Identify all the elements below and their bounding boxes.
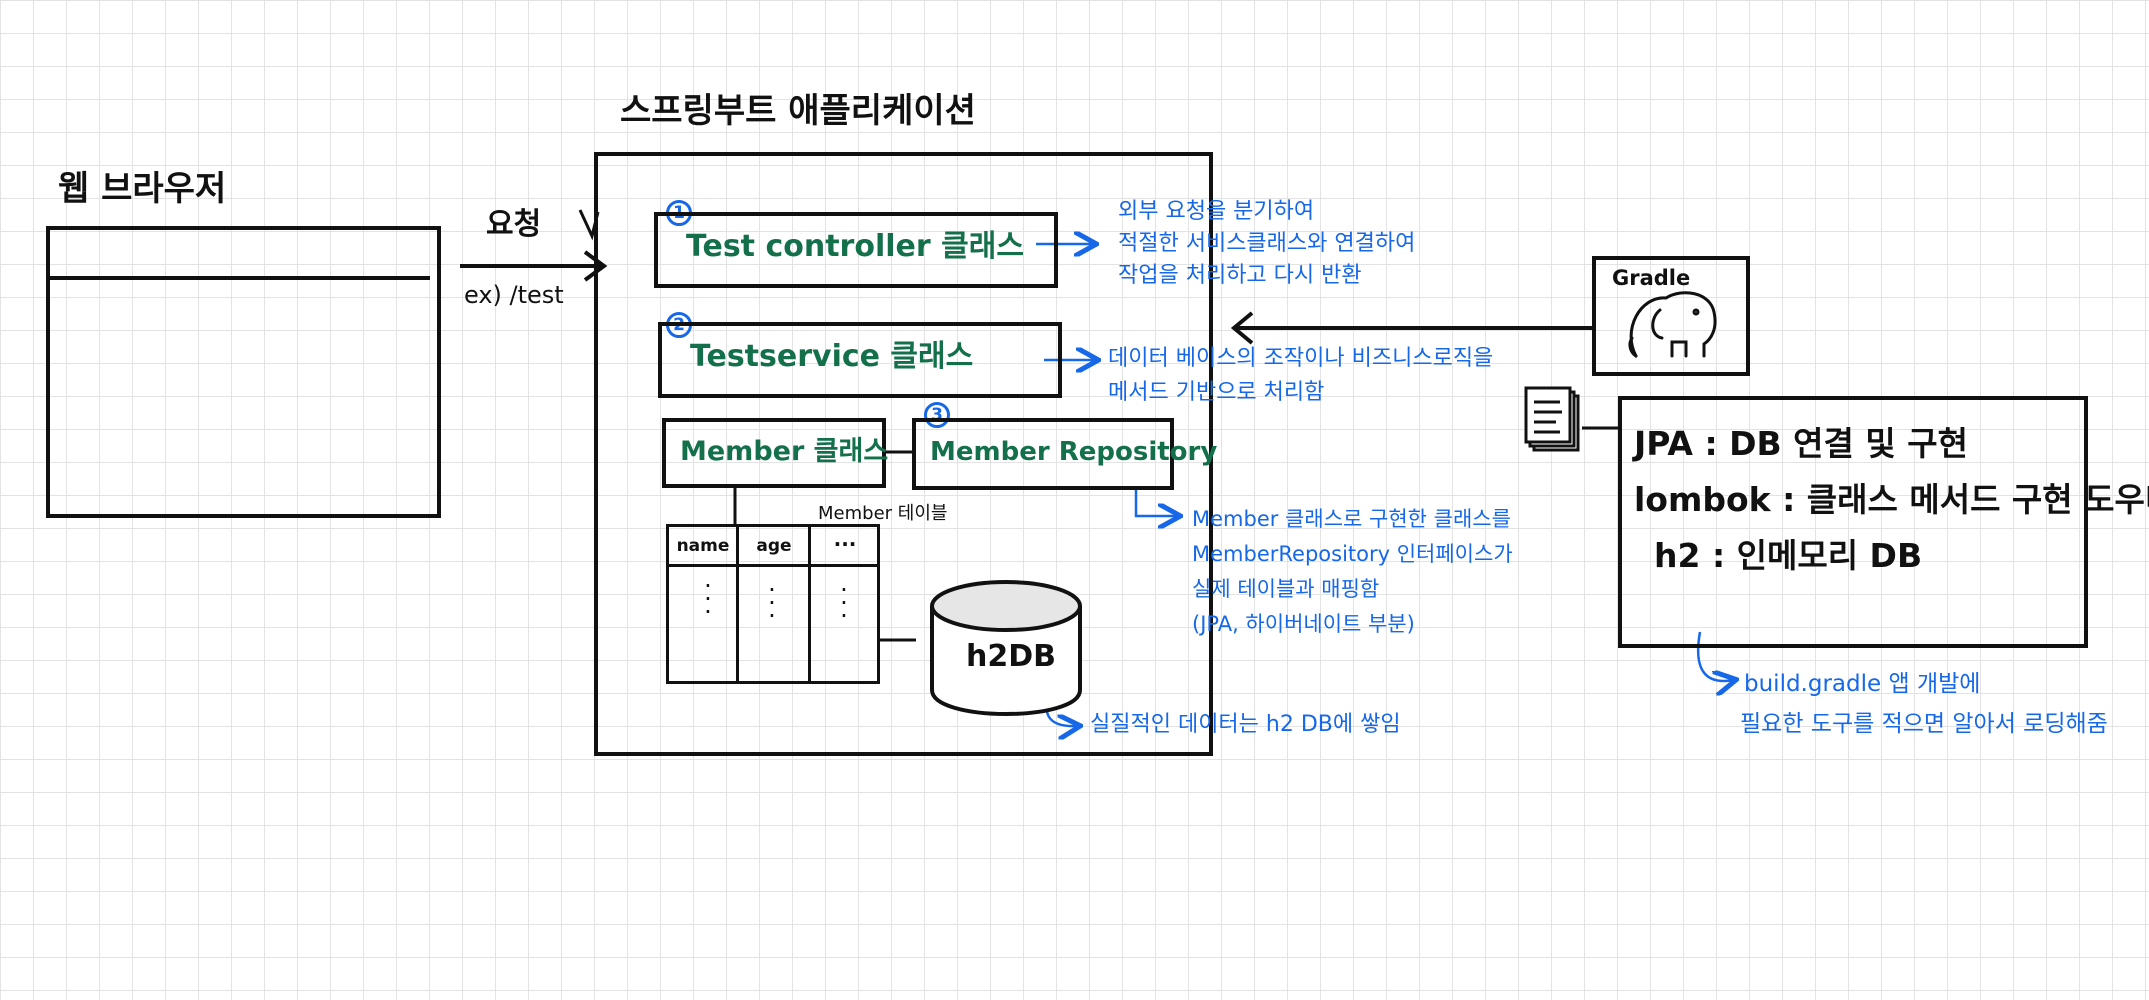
controller-box	[654, 212, 1058, 288]
table-header-age: age	[756, 536, 792, 556]
table-column-ellipsis: ···	[840, 576, 848, 630]
request-label: 요청	[486, 207, 542, 242]
repository-note-line: 실제 테이블과 매핑함	[1192, 577, 1380, 601]
table-column-ellipsis: ···	[704, 572, 712, 626]
libraries-list: JPA : DB 연결 및 구현 lombok : 클래스 메서드 구현 도우미…	[1634, 416, 2149, 584]
table-header-more: ···	[833, 532, 857, 556]
library-item: JPA : DB 연결 및 구현	[1634, 424, 1968, 463]
request-arrow	[460, 250, 608, 282]
library-item: lombok : 클래스 메서드 구현 도우미	[1634, 480, 2149, 519]
repository-step-badge: 3	[924, 402, 950, 428]
elephant-icon	[1628, 291, 1717, 358]
libraries-box	[1618, 396, 2088, 648]
service-note: 데이터 베이스의 조작이나 비즈니스로직을 메서드 기반으로 처리함	[1108, 342, 1493, 410]
gradle-box	[1592, 256, 1750, 376]
table-caption: Member 테이블	[818, 503, 948, 524]
controller-note-line: 작업을 처리하고 다시 반환	[1118, 263, 1362, 288]
repository-note-arrow	[1134, 488, 1178, 516]
gradle-arrow	[1230, 311, 1592, 345]
database-cylinder-icon	[930, 580, 1082, 716]
gradle-note-line: 필요한 도구를 적으면 알아서 로딩해줌	[1740, 711, 2108, 737]
controller-note-line: 적절한 서비스클래스와 연결하여	[1118, 231, 1416, 256]
table-column-divider	[808, 524, 811, 684]
controller-note-line: 외부 요청을 분기하여	[1118, 199, 1315, 224]
library-item: h2 : 인메모리 DB	[1654, 536, 1923, 575]
browser-title: 웹 브라우저	[58, 169, 227, 209]
repository-box	[912, 418, 1174, 490]
gradle-note-arrow	[1696, 631, 1734, 681]
document-stack-icon	[1524, 386, 1580, 452]
service-label: Testservice 클래스	[690, 339, 974, 374]
member-table	[666, 524, 880, 684]
member-class-label: Member 클래스	[680, 436, 889, 467]
service-box	[658, 322, 1062, 398]
table-column-ellipsis: ···	[768, 576, 776, 630]
repository-note-line: MemberRepository 인터페이스가	[1192, 542, 1513, 566]
table-column-divider	[736, 524, 739, 684]
table-header-name: name	[676, 536, 730, 556]
app-title: 스프링부트 애플리케이션	[620, 91, 976, 131]
service-note-line: 메서드 기반으로 처리함	[1108, 380, 1325, 405]
browser-window	[46, 226, 441, 518]
gradle-label: Gradle	[1612, 266, 1691, 290]
controller-note: 외부 요청을 분기하여 적절한 서비스클래스와 연결하여 작업을 처리하고 다시…	[1118, 196, 1415, 292]
table-header-divider	[666, 564, 880, 567]
service-note-line: 데이터 베이스의 조작이나 비즈니스로직을	[1108, 346, 1494, 371]
controller-label: Test controller 클래스	[686, 229, 1024, 264]
request-example: ex) /test	[464, 281, 564, 309]
gradle-note-line: build.gradle 앱 개발에	[1744, 671, 1981, 697]
db-label: h2DB	[966, 639, 1056, 674]
gradle-note: build.gradle 앱 개발에 필요한 도구를 적으면 알아서 로딩해줌	[1740, 664, 2108, 744]
db-note: 실질적인 데이터는 h2 DB에 쌓임	[1090, 712, 1401, 737]
repository-note-line: (JPA, 하이버네이트 부분)	[1192, 612, 1415, 636]
repository-note: Member 클래스로 구현한 클래스를 MemberRepository 인터…	[1192, 502, 1513, 642]
app-container	[594, 152, 1213, 756]
repository-label: Member Repository	[930, 437, 1218, 467]
repository-note-line: Member 클래스로 구현한 클래스를	[1192, 507, 1511, 531]
member-class-box	[662, 418, 886, 488]
